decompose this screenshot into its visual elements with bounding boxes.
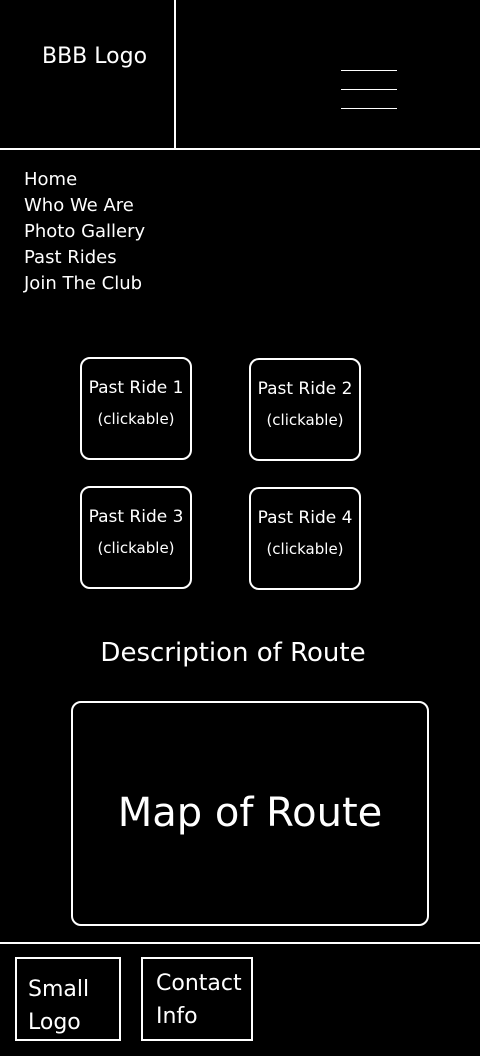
site-footer: Small Logo Contact Info bbox=[0, 942, 480, 1056]
footer-small-logo[interactable]: Small Logo bbox=[15, 957, 121, 1041]
ride-title: Past Ride 3 bbox=[88, 507, 184, 527]
ride-note: (clickable) bbox=[97, 539, 175, 557]
past-ride-3-card[interactable]: Past Ride 3 (clickable) bbox=[80, 486, 192, 589]
footer-contact-info[interactable]: Contact Info bbox=[141, 957, 253, 1041]
nav-item-home[interactable]: Home bbox=[24, 169, 78, 190]
menu-bar-bottom bbox=[341, 108, 397, 109]
ride-title: Past Ride 4 bbox=[257, 508, 353, 528]
nav-item-past-rides[interactable]: Past Rides bbox=[24, 247, 117, 268]
menu-bar-top bbox=[341, 70, 397, 71]
route-description: Description of Route bbox=[100, 638, 366, 668]
past-ride-4-card[interactable]: Past Ride 4 (clickable) bbox=[249, 487, 361, 590]
nav-item-join-the-club[interactable]: Join The Club bbox=[24, 273, 143, 294]
hamburger-menu-icon[interactable] bbox=[341, 68, 397, 110]
past-ride-2-card[interactable]: Past Ride 2 (clickable) bbox=[249, 358, 361, 461]
past-ride-1-card[interactable]: Past Ride 1 (clickable) bbox=[80, 357, 192, 460]
bbb-logo[interactable]: BBB Logo bbox=[42, 44, 148, 69]
contact-info-text: Contact Info bbox=[156, 971, 242, 1029]
ride-note: (clickable) bbox=[97, 410, 175, 428]
site-header: BBB Logo bbox=[0, 0, 480, 150]
ride-note: (clickable) bbox=[266, 411, 344, 429]
ride-title: Past Ride 1 bbox=[88, 378, 184, 398]
map-label: Map of Route bbox=[117, 790, 383, 836]
ride-title: Past Ride 2 bbox=[257, 379, 353, 399]
logo-cell: BBB Logo bbox=[0, 0, 176, 150]
route-map[interactable]: Map of Route bbox=[71, 701, 429, 926]
menu-bar-middle bbox=[341, 89, 397, 90]
ride-note: (clickable) bbox=[266, 540, 344, 558]
nav-item-photo-gallery[interactable]: Photo Gallery bbox=[24, 221, 146, 242]
nav-item-who-we-are[interactable]: Who We Are bbox=[24, 195, 134, 216]
nav-menu: Home Who We Are Photo Gallery Past Rides… bbox=[24, 167, 145, 297]
small-logo-text: Small Logo bbox=[28, 977, 90, 1035]
